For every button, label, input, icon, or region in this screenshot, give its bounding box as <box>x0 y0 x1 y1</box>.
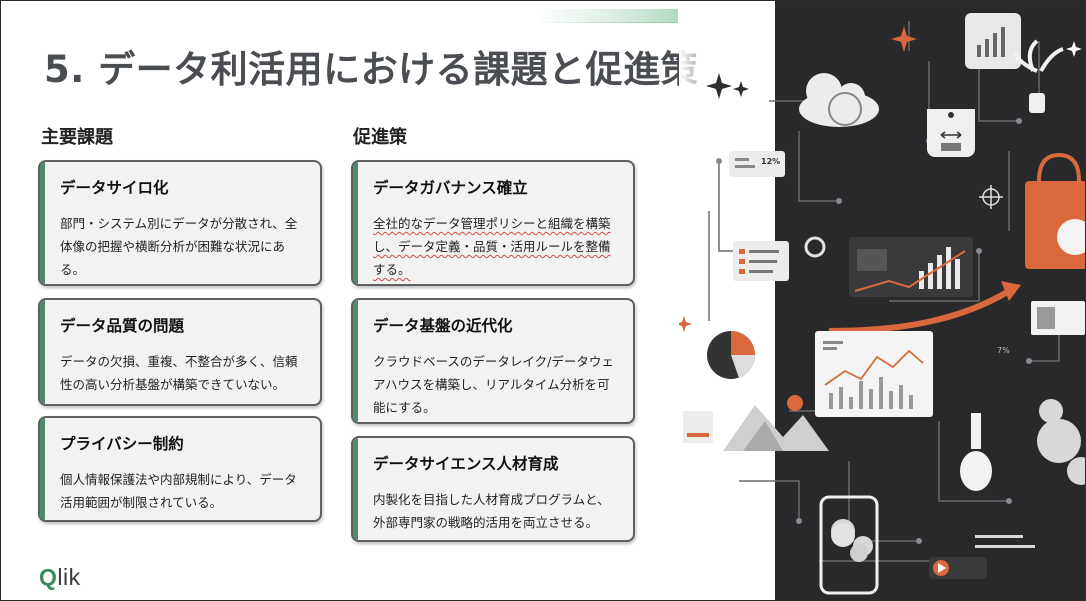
card-body: 内製化を目指した人材育成プログラムと、外部専門家の戦略的活用を両立させる。 <box>373 492 610 530</box>
gauge-icon <box>804 236 826 258</box>
target-icon <box>979 185 1003 209</box>
card-body: 個人情報保護法や内部規制により、データ活用範囲が制限されている。 <box>60 472 297 510</box>
top-accent-line <box>536 9 678 23</box>
stats-card: 12% <box>729 151 785 177</box>
measures-heading: 促進策 <box>353 127 407 148</box>
list-card <box>733 241 789 281</box>
issue-card-silo: データサイロ化 部門・システム別にデータが分散され、全体像の把握や横断分析が困難… <box>38 160 322 286</box>
globe-icon <box>828 92 862 126</box>
card-body: 全社的なデータ管理ポリシーと組織を構築し、データ定義・品質・活用ルールを整備する… <box>373 216 611 277</box>
measure-card-platform: データ基盤の近代化 クラウドベースのデータレイク/データウェアハウスを構築し、リ… <box>351 298 635 424</box>
info-dot-icon <box>787 395 803 411</box>
measure-card-governance: データガバナンス確立 全社的なデータ管理ポリシーと組織を構築し、データ定義・品質… <box>351 160 635 286</box>
logo-mark: Q <box>39 564 58 590</box>
dashboard-panel <box>849 237 973 297</box>
shopping-bag-icon <box>1025 152 1085 269</box>
small-card-right <box>1031 301 1085 335</box>
text-lines-icon <box>975 535 1035 548</box>
percent-label: 12% <box>761 157 780 166</box>
play-button-icon <box>929 557 987 579</box>
issue-card-quality: データ品質の問題 データの欠損、重複、不整合が多く、信頼性の高い分析基盤が構築で… <box>38 298 322 406</box>
price-tag-icon <box>927 109 975 157</box>
page-title: 5. データ利活用における課題と促進策 <box>44 48 699 91</box>
pie-chart-icon <box>707 331 756 379</box>
card-body: クラウドベースのデータレイク/データウェアハウスを構築し、リアルタイム分析を可能… <box>373 354 614 415</box>
small-percent-label: 7% <box>997 346 1010 355</box>
network-small-icon <box>683 411 713 443</box>
card-body: 部門・システム別にデータが分散され、全体像の把握や横断分析が困難な状況にある。 <box>60 216 298 277</box>
card-title: データサイロ化 <box>60 179 169 197</box>
card-title: プライバシー制約 <box>60 435 184 453</box>
orange-sparkle-icons <box>679 26 917 332</box>
arrow-head-icon <box>1001 281 1021 301</box>
white-sparkle-icons <box>745 41 1082 544</box>
card-title: データ品質の問題 <box>60 317 185 335</box>
bar-chart-card <box>965 13 1021 69</box>
card-title: データ基盤の近代化 <box>373 317 513 335</box>
sparkle-icons <box>706 73 749 99</box>
data-illustration: 12% <box>679 1 1085 600</box>
line-chart-card <box>815 331 933 417</box>
qlik-logo: Qlik <box>39 564 81 591</box>
phone-icon <box>819 495 879 595</box>
mountain-icon <box>723 405 829 451</box>
issue-card-privacy: プライバシー制約 個人情報保護法や内部規制により、データ活用範囲が制限されている… <box>38 416 322 522</box>
card-body: データの欠損、重複、不整合が多く、信頼性の高い分析基盤が構築できていない。 <box>60 354 298 392</box>
card-title: データサイエンス人材育成 <box>373 455 559 473</box>
issues-heading: 主要課題 <box>41 127 113 148</box>
measure-card-talent: データサイエンス人材育成 内製化を目指した人材育成プログラムと、外部専門家の戦略… <box>351 436 635 542</box>
trend-arrow <box>828 288 1011 334</box>
card-title: データガバナンス確立 <box>373 179 528 197</box>
vase-icon <box>960 413 992 491</box>
logo-text: lik <box>57 564 81 590</box>
plant-icon <box>1013 39 1064 113</box>
